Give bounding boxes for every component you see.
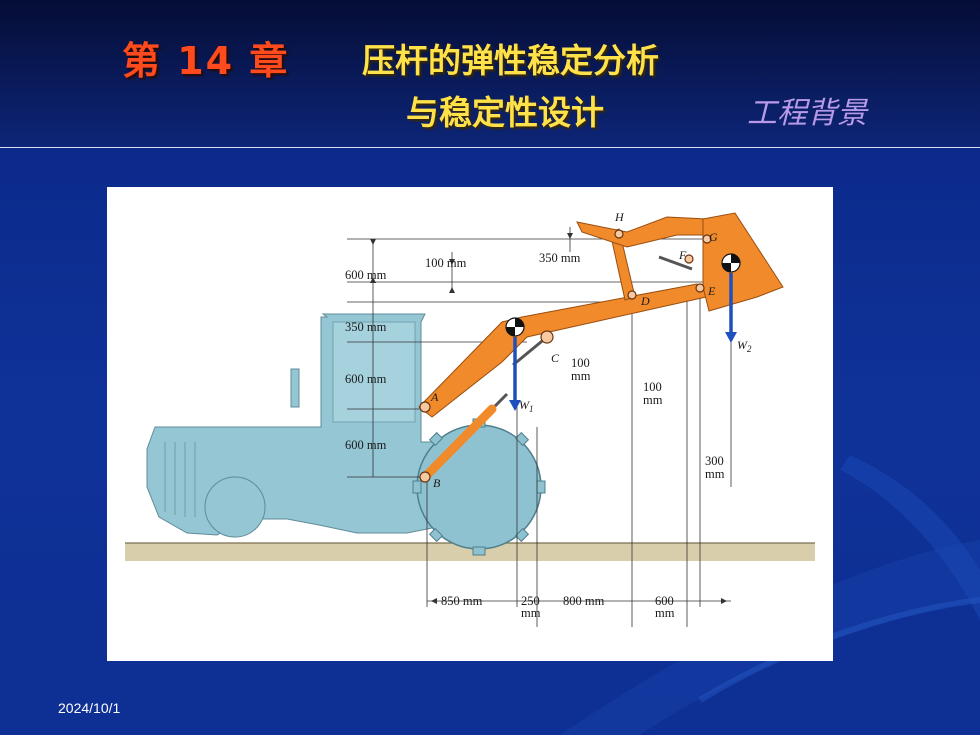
rear-wheel [204, 476, 266, 538]
title-line-2: 与稳定性设计 [406, 93, 604, 132]
pins [419, 229, 712, 483]
grille [164, 442, 196, 517]
dim-300: 300 [705, 454, 724, 468]
load-w2-arrowhead [725, 332, 737, 343]
dim-600mm-mid: 600 mm [345, 372, 387, 386]
ground-strip [125, 543, 815, 561]
load-w1-arrowhead [509, 400, 521, 411]
label-point-d: D [640, 294, 650, 308]
label-load-w2: W2 [737, 338, 752, 354]
dim-e-100-unit: mm [643, 393, 663, 407]
loader-diagram: H G F E D C A B W1 W2 100 mm 350 mm 600 … [125, 210, 815, 627]
cg-w2-marker [721, 253, 741, 273]
dim-e-100: 100 [643, 380, 662, 394]
title-line-1: 压杆的弹性稳定分析 [362, 41, 659, 80]
upper-link [576, 216, 720, 248]
loader-diagram-figure: H G F E D C A B W1 W2 100 mm 350 mm 600 … [107, 187, 833, 661]
cg-w1-marker [505, 317, 525, 337]
bucket-cylinder-rod [658, 255, 693, 271]
label-point-a: A [430, 390, 439, 404]
cab [332, 321, 416, 423]
dim-c-100-unit: mm [571, 369, 591, 383]
main-boom [418, 283, 717, 418]
title-band [0, 0, 980, 147]
title-divider [0, 147, 980, 148]
dim-600mm-low: 600 mm [345, 438, 387, 452]
exhaust-pipe [290, 368, 300, 408]
slide-date: 2024/10/1 [58, 700, 121, 716]
dim-850mm: 850 mm [441, 594, 483, 608]
pivot-link [512, 335, 548, 367]
label-point-h: H [614, 210, 625, 224]
dim-350mm-top: 350 mm [539, 251, 581, 265]
dim-100mm-top: 100 mm [425, 256, 467, 270]
label-point-c: C [551, 351, 560, 365]
chapter-label: 第 14 章 [122, 39, 290, 83]
dim-300-unit: mm [705, 467, 725, 481]
dim-350mm-left: 350 mm [345, 320, 387, 334]
label-point-g: G [709, 230, 718, 244]
subtitle-engineering-background: 工程背景 [747, 96, 867, 131]
dim-600-unit: mm [655, 606, 675, 620]
label-point-f: F [678, 248, 687, 262]
label-point-e: E [707, 284, 716, 298]
dim-800mm: 800 mm [563, 594, 605, 608]
dimension-arrows [370, 233, 727, 604]
label-point-b: B [433, 476, 441, 490]
dim-250: 250 [521, 594, 540, 608]
label-load-w1: W1 [519, 398, 534, 414]
dim-250-unit: mm [521, 606, 541, 620]
dim-600: 600 [655, 594, 674, 608]
lift-cylinder [420, 404, 497, 482]
dim-600mm-left: 600 mm [345, 268, 387, 282]
dim-c-100: 100 [571, 356, 590, 370]
